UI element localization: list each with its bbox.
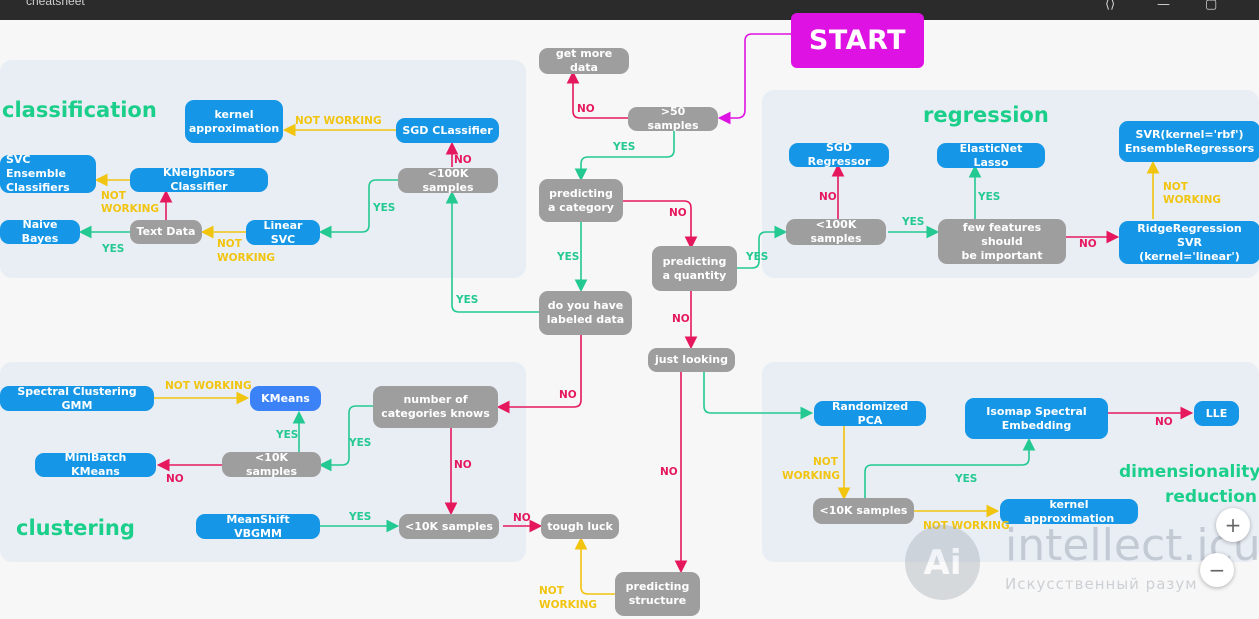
watermark: Ai intellect.icu Искусственный разум [905,520,1259,600]
edge-label-no: NO [559,389,577,401]
dimensionality-panel [762,362,1259,562]
edge-label-no: NO [660,466,678,478]
edge-label-yes: YES [613,141,636,153]
edge-label-no: NO [577,103,595,115]
get-more-data-node[interactable]: get more data [539,47,629,74]
watermark-logo: Ai [905,525,980,600]
start-node[interactable]: START [791,13,924,68]
edge-label-no: NO [819,191,837,203]
edge-label-yes: YES [902,216,925,228]
edge-label-not-working: NOT WORKING [165,380,252,392]
lle-node[interactable]: LLE [1194,401,1239,426]
sgd-regressor-node[interactable]: SGD Regressor [789,141,889,168]
edge-label-not-working: NOT WORKING [923,520,1010,532]
edge-label-no: NO [166,473,184,485]
text-data-node[interactable]: Text Data [130,220,202,244]
ridge-regression-node[interactable]: RidgeRegression SVR (kernel='linear') [1119,221,1259,264]
section-title-clustering: clustering [16,516,135,540]
edge-label-not: NOT [539,585,564,597]
gt50-samples-node[interactable]: >50 samples [628,105,718,132]
edge-label-not: NOT [217,238,242,250]
window-title: cheatsheet [26,0,85,8]
edge-label-yes: YES [978,191,1001,203]
predicting-category-node[interactable]: predicting a category [539,179,623,222]
svr-ensemble-regressors-node[interactable]: SVR(kernel='rbf') EnsembleRegressors [1119,121,1259,162]
isomap-spectral-embedding-node[interactable]: Isomap Spectral Embedding [965,398,1108,439]
window-title-bar: cheatsheet ⟨⟩ — ▢ [0,0,1259,20]
lt10k-samples-kmeans-node[interactable]: <10K samples [222,451,321,478]
edge-label-yes: YES [349,511,372,523]
meanshift-vbgmm-node[interactable]: MeanShift VBGMM [196,513,320,540]
kneighbors-classifier-node[interactable]: KNeighbors Classifier [130,166,268,193]
edge-label-working: WORKING [539,599,598,611]
lt100k-samples-classification-node[interactable]: <100K samples [398,167,498,194]
zoom-out-button[interactable]: − [1200,553,1234,587]
kmeans-node[interactable]: KMeans [250,386,321,411]
window-icon[interactable]: ▢ [1205,0,1218,12]
just-looking-node[interactable]: just looking [648,348,735,372]
edge-label-no: NO [454,154,472,166]
svc-ensemble-node[interactable]: SVC Ensemble Classifiers [0,153,96,194]
edge-label-no: NO [1155,416,1173,428]
edge-label-not: NOT [1163,181,1188,193]
lt10k-samples-clustering-node[interactable]: <10K samples [399,514,499,539]
edge-label-yes: YES [349,437,372,449]
edge-label-not-working: NOT WORKING [295,115,382,127]
edge-label-not: NOT [101,190,126,202]
predicting-quantity-node[interactable]: predicting a quantity [652,246,737,291]
code-icon[interactable]: ⟨⟩ [1105,0,1116,12]
kernel-approximation-dimensionality-node[interactable]: kernel approximation [1000,498,1138,525]
edge-label-not: NOT [813,456,838,468]
edge-label-working: WORKING [101,203,160,215]
edge-label-yes: YES [955,473,978,485]
zoom-in-button[interactable]: + [1216,508,1250,542]
edge-label-no: NO [454,459,472,471]
edge-label-yes: YES [456,294,479,306]
sgd-classifier-node[interactable]: SGD CLassifier [396,118,499,143]
edge-label-no: NO [1079,238,1097,250]
randomized-pca-node[interactable]: Randomized PCA [814,400,926,427]
tough-luck-node[interactable]: tough luck [541,514,619,539]
predicting-structure-node[interactable]: predicting structure [615,572,700,616]
linear-svc-node[interactable]: Linear SVC [246,219,320,246]
minibatch-kmeans-node[interactable]: MiniBatch KMeans [35,451,156,478]
section-title-dimensionality: dimensionality [1119,462,1259,482]
number-of-categories-node[interactable]: number of categories knows [373,386,498,428]
edge-label-no: NO [669,207,687,219]
section-title-reduction: reduction [1165,487,1257,507]
edge-label-no: NO [513,512,531,524]
lt100k-samples-regression-node[interactable]: <100K samples [786,218,886,245]
edge-label-yes: YES [557,251,580,263]
edge-label-yes: YES [746,251,769,263]
few-features-node[interactable]: few features should be important [938,219,1066,264]
naive-bayes-node[interactable]: Naive Bayes [0,218,80,245]
edge-label-yes: YES [373,202,396,214]
watermark-subtitle: Искусственный разум [1005,575,1198,593]
edge-label-working: WORKING [1163,194,1222,206]
elasticnet-lasso-node[interactable]: ElasticNet Lasso [937,142,1045,169]
section-title-classification: classification [2,98,157,122]
edge-label-yes: YES [102,243,125,255]
kernel-approximation-classifier-node[interactable]: kernel approximation [185,100,283,143]
edge-label-working: WORKING [217,252,276,264]
edge-label-working: WORKING [782,470,841,482]
edge-label-no: NO [672,313,690,325]
section-title-regression: regression [923,103,1049,127]
spectral-clustering-gmm-node[interactable]: Spectral Clustering GMM [0,385,154,412]
minimize-icon[interactable]: — [1157,0,1170,12]
lt10k-samples-dimensionality-node[interactable]: <10K samples [813,498,914,524]
labeled-data-node[interactable]: do you have labeled data [539,291,632,335]
edge-label-yes: YES [276,429,299,441]
